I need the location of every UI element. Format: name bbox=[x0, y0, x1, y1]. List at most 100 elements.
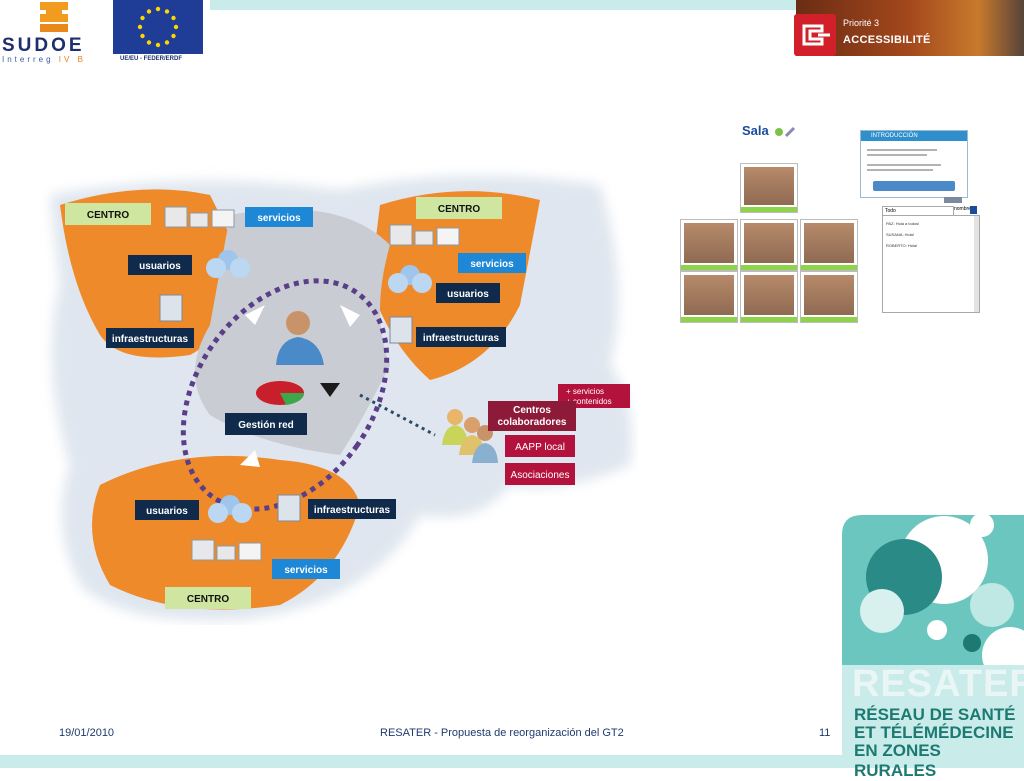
servicios-label-1: servicios bbox=[257, 213, 301, 224]
bottom-accent-bar bbox=[0, 755, 1024, 768]
participant-video bbox=[804, 223, 854, 263]
users-group-icon-2 bbox=[388, 265, 432, 293]
priority-number: Priorité 3 bbox=[843, 18, 880, 28]
video-tile-5[interactable] bbox=[740, 271, 798, 323]
usuarios-label-2: usuarios bbox=[447, 289, 489, 300]
server-icon-1 bbox=[159, 294, 183, 322]
pie-chart-icon bbox=[256, 381, 305, 405]
devices-icon-3 bbox=[191, 539, 262, 561]
video-status-bar bbox=[681, 317, 737, 322]
arrow-up-left-icon bbox=[245, 305, 265, 325]
resater-title: RESATER bbox=[852, 663, 1024, 705]
resater-line-2: ET TÉLÉMÉDECINE bbox=[854, 723, 1014, 742]
video-status-bar bbox=[801, 317, 857, 322]
intro-text-line bbox=[867, 149, 937, 151]
video-status-bar bbox=[741, 265, 797, 270]
infra-label-bg-2 bbox=[416, 327, 506, 347]
servicios-label-3: servicios bbox=[284, 565, 328, 576]
sudoe-wordmark: SUDOE bbox=[2, 35, 85, 56]
usuarios-label-1: usuarios bbox=[139, 261, 181, 272]
plus-servicios-label: + servicios bbox=[566, 387, 604, 396]
gestion-label-bg bbox=[225, 413, 307, 435]
intro-text-line bbox=[867, 154, 927, 156]
sudoe-subtitle-b: IV B bbox=[58, 55, 86, 64]
video-tile-1[interactable] bbox=[680, 219, 738, 271]
sudoe-s-icon bbox=[40, 2, 68, 32]
server-icon-3 bbox=[277, 494, 301, 522]
chat-label: nombre bbox=[954, 206, 971, 212]
slide-date: 19/01/2010 bbox=[59, 727, 115, 739]
centro-label-bg-1 bbox=[65, 203, 151, 225]
slide-page-number: 11 bbox=[819, 727, 831, 739]
infra-label-3: infraestructuras bbox=[314, 505, 391, 516]
sudoe-subtitle-a: Interreg bbox=[2, 55, 59, 64]
plus-contenidos-label: + contenidos bbox=[566, 397, 612, 406]
centro-label-bottom: CENTRO bbox=[187, 594, 229, 605]
intro-text-line bbox=[867, 169, 933, 171]
intro-text-line bbox=[867, 164, 941, 166]
intro-close-tab[interactable] bbox=[944, 197, 962, 203]
server-icon-2 bbox=[389, 316, 413, 344]
eu-flag bbox=[113, 0, 203, 54]
servicios-label-2: servicios bbox=[470, 259, 514, 270]
infra-label-bg-3 bbox=[308, 499, 396, 519]
video-tile-3[interactable] bbox=[800, 219, 858, 271]
infra-label-1: infraestructuras bbox=[112, 334, 189, 345]
video-status-bar bbox=[741, 207, 797, 212]
devices-icon-1 bbox=[164, 206, 235, 228]
users-group-icon-1 bbox=[206, 250, 250, 278]
chat-message: SUSANA: Hola! bbox=[886, 232, 915, 237]
centro-label-bg-2 bbox=[416, 197, 502, 219]
chat-log[interactable]: PAZ: Hola a todos! SUSANA: Hola! ROBERTO… bbox=[882, 215, 980, 313]
collaborators-link bbox=[359, 393, 436, 437]
video-tile-host[interactable] bbox=[740, 163, 798, 213]
network-map-diagram: CENTRO CENTRO CENTRO servicios servicios… bbox=[50, 176, 632, 621]
infra-label-bg-1 bbox=[106, 328, 194, 348]
manager-person-icon bbox=[276, 311, 324, 365]
videoconference-screenshot: Sala INTRODUCCIÓN Todo nombre PAZ: Hola … bbox=[676, 105, 980, 325]
sala-title: Sala bbox=[742, 123, 769, 138]
sudoe-subtitle: Interreg IV B bbox=[2, 55, 86, 64]
video-tile-4[interactable] bbox=[680, 271, 738, 323]
priority-title: ACCESSIBILITÉ bbox=[843, 34, 931, 46]
centro-label-top-left: CENTRO bbox=[87, 210, 129, 221]
centros-label-line1: Centros bbox=[513, 405, 551, 416]
top-accent-bar bbox=[210, 0, 796, 10]
aapp-label: AAPP local bbox=[515, 442, 565, 453]
pointer-triangle-icon bbox=[320, 383, 340, 397]
asociaciones-label-bg bbox=[505, 463, 575, 485]
video-tile-2[interactable] bbox=[740, 219, 798, 271]
usuarios-label-bg-2 bbox=[436, 283, 500, 303]
participant-video bbox=[744, 275, 794, 315]
resater-bubbles-graphic bbox=[842, 515, 1024, 760]
video-tile-6[interactable] bbox=[800, 271, 858, 323]
chat-message: PAZ: Hola a todos! bbox=[886, 221, 920, 226]
participant-video bbox=[684, 275, 734, 315]
chat-scrollbar[interactable] bbox=[974, 216, 979, 312]
centros-label-bg bbox=[488, 401, 576, 431]
resater-line-3: EN ZONES RURALES bbox=[854, 741, 941, 780]
participant-video bbox=[684, 223, 734, 263]
arrow-up-right-icon bbox=[340, 305, 360, 327]
asociaciones-label: Asociaciones bbox=[511, 470, 570, 481]
accessibility-arrow-icon bbox=[794, 14, 836, 56]
aapp-label-bg bbox=[505, 435, 575, 457]
sala-status-icon bbox=[775, 126, 796, 138]
network-dashed-ring bbox=[180, 278, 390, 512]
video-status-bar bbox=[681, 265, 737, 270]
centro-label-bg-3 bbox=[165, 587, 251, 609]
arrow-down-icon bbox=[240, 450, 260, 467]
participant-video bbox=[804, 275, 854, 315]
servicios-label-bg-3 bbox=[272, 559, 340, 579]
centros-label-line2: colaboradores bbox=[498, 417, 567, 428]
resater-logo: RESATER RÉSEAU DE SANTÉ ET TÉLÉMÉDECINE … bbox=[842, 515, 1024, 780]
intro-panel-header: INTRODUCCIÓN bbox=[861, 131, 967, 141]
chat-send-button[interactable] bbox=[970, 206, 977, 214]
intro-action-button[interactable] bbox=[873, 181, 955, 191]
resater-line-1: RÉSEAU DE SANTÉ bbox=[854, 705, 1016, 724]
usuarios-label-bg-1 bbox=[128, 255, 192, 275]
centro-label-top-right: CENTRO bbox=[438, 204, 480, 215]
users-group-icon-3 bbox=[208, 495, 252, 523]
usuarios-label-3: usuarios bbox=[146, 506, 188, 517]
video-status-bar bbox=[741, 317, 797, 322]
